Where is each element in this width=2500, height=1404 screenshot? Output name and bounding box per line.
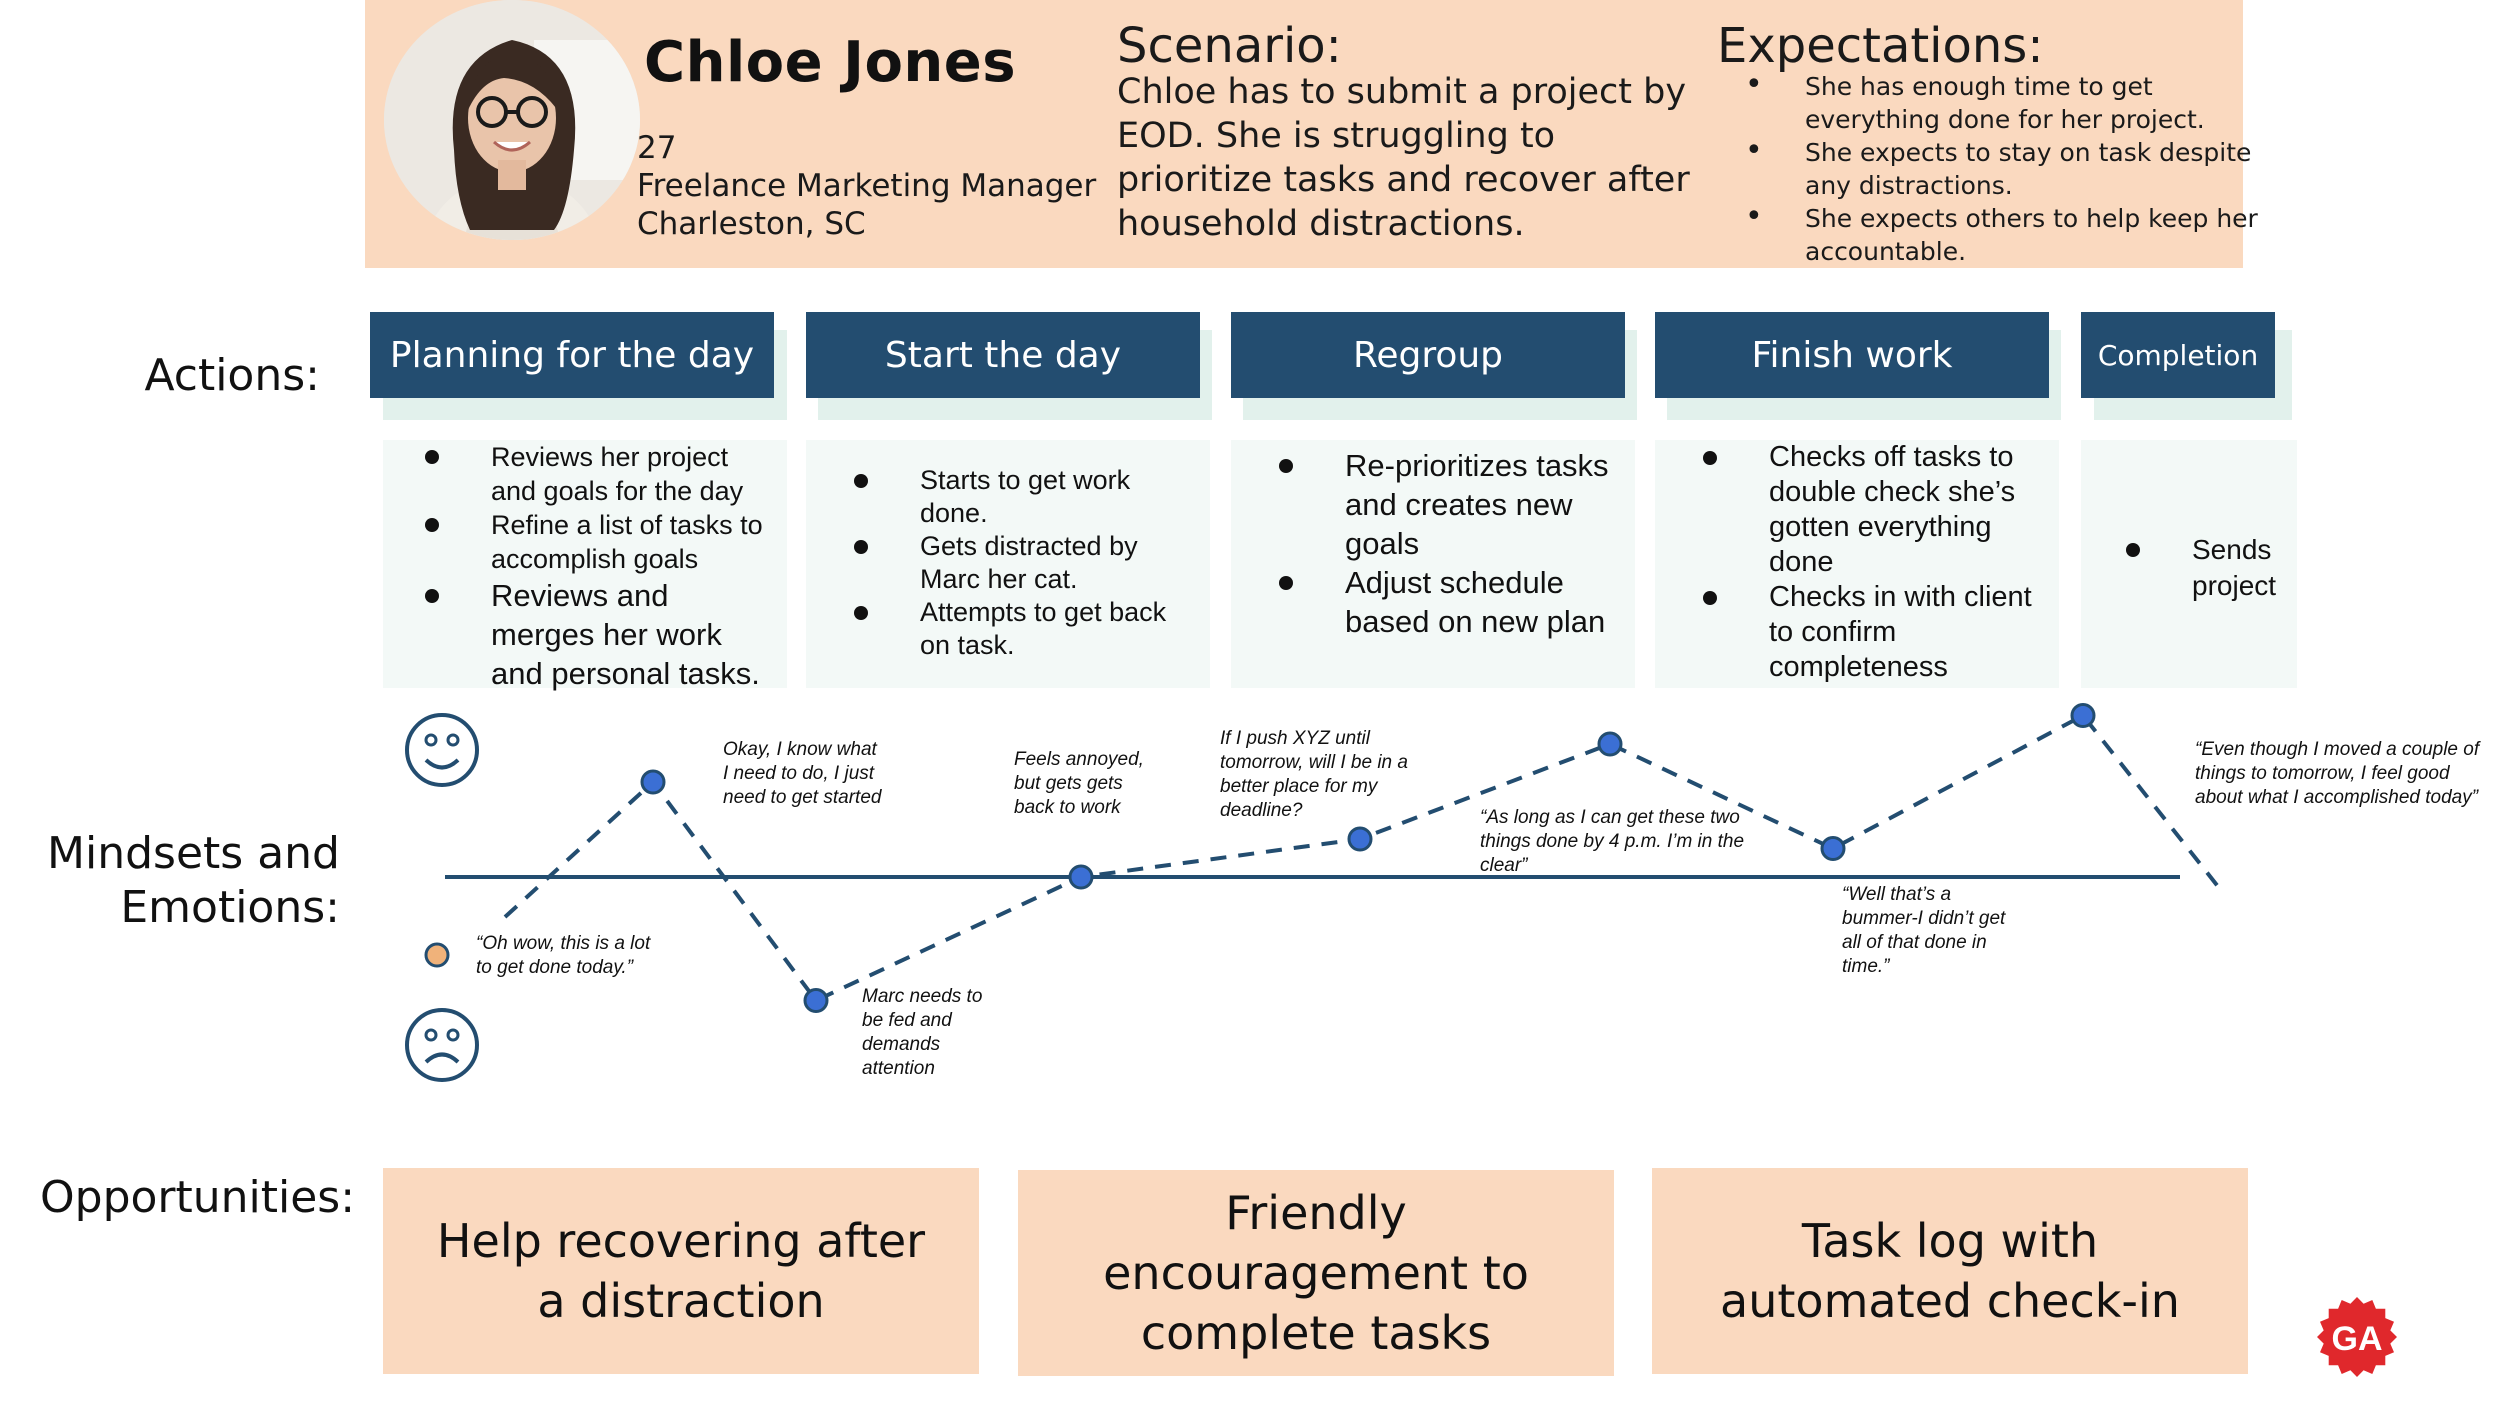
actions-label: Actions: (144, 350, 320, 401)
action-text: Re-prioritizes tasks and creates new goa… (1345, 448, 1609, 561)
action-card: Reviews her project and goals for the da… (383, 440, 787, 691)
persona-avatar (384, 0, 640, 240)
action-item: Refine a list of tasks to accomplish goa… (425, 508, 780, 576)
persona-location: Charleston, SC (637, 206, 866, 242)
action-text: Checks off tasks to double check she’s g… (1769, 441, 2016, 578)
emotion-point (1820, 836, 1846, 861)
emotion-point (1347, 826, 1373, 852)
emotion-quote: “As long as I can get these two things d… (1480, 807, 1745, 876)
emotion-quote: “Well that’s a bummer-I didn’t get all o… (1842, 884, 2006, 977)
action-item: Adjust schedule based on new plan (1279, 563, 1624, 641)
action-list: Sends project (2126, 532, 2291, 604)
mindsets-label-line2: Emotions: (120, 882, 340, 933)
emotion-quote: Marc needs to be fed and demands attenti… (862, 986, 983, 1079)
stage-finish: Finish work (1655, 312, 2049, 398)
opportunity-card: Friendly encouragement to complete tasks (1018, 1170, 1614, 1376)
expectations-list: She has enough time to get everything do… (1745, 68, 2265, 268)
action-text: Gets distracted by Marc her cat. (920, 531, 1138, 594)
action-card: Sends project (2081, 440, 2297, 688)
stage-planning: Planning for the day (370, 312, 774, 398)
persona-job: Freelance Marketing Manager (637, 168, 1097, 204)
opportunities-label: Opportunities: (40, 1172, 356, 1223)
action-card: Starts to get work done. Gets distracted… (806, 440, 1210, 688)
action-text: Checks in with client to confirm complet… (1769, 581, 2032, 683)
action-list: Re-prioritizes tasks and creates new goa… (1279, 446, 1624, 641)
action-item: Attempts to get back on task. (854, 596, 1199, 662)
action-list: Starts to get work done. Gets distracted… (854, 464, 1199, 662)
action-item: Starts to get work done. (854, 464, 1199, 530)
action-card: Checks off tasks to double check she’s g… (1655, 440, 2059, 688)
emotion-point (1068, 864, 1094, 890)
ga-logo-text: GA (2332, 1320, 2383, 1358)
opportunity-card: Task log with automated check-in (1652, 1168, 2248, 1374)
action-item: Checks in with client to confirm complet… (1703, 580, 2048, 685)
mindsets-label-line1: Mindsets and (47, 828, 340, 879)
expectation-item: She expects to stay on task despite any … (1745, 134, 2265, 202)
action-text: Refine a list of tasks to accomplish goa… (491, 510, 763, 574)
scenario-text: Chloe has to submit a project by EOD. Sh… (1117, 72, 1690, 244)
emotion-quote: Feels annoyed, but gets gets back to wor… (1014, 749, 1144, 818)
opportunity-text: Help recovering after a distraction (436, 1214, 926, 1328)
frowny-face-icon (405, 1008, 479, 1082)
action-item: Gets distracted by Marc her cat. (854, 530, 1199, 596)
emotion-start-point (424, 942, 450, 968)
action-text: Reviews and merges her work and personal… (491, 578, 760, 691)
action-list: Reviews her project and goals for the da… (425, 440, 780, 693)
expectation-item: She expects others to help keep her acco… (1745, 200, 2265, 268)
action-list: Checks off tasks to double check she’s g… (1703, 440, 2048, 685)
emotion-point (2070, 703, 2096, 728)
emotion-point (803, 988, 829, 1013)
action-text: Adjust schedule based on new plan (1345, 565, 1606, 639)
smiley-face-icon (405, 713, 479, 787)
opportunity-text: Friendly encouragement to complete tasks (1103, 1186, 1529, 1360)
emotion-quote: Okay, I know what I need to do, I just n… (723, 739, 882, 808)
stage-start: Start the day (806, 312, 1200, 398)
stage-completion: Completion (2081, 312, 2275, 398)
expectation-item: She has enough time to get everything do… (1745, 68, 2265, 136)
emotion-point (1597, 731, 1623, 757)
persona-age: 27 (637, 130, 677, 166)
action-item: Checks off tasks to double check she’s g… (1703, 440, 2048, 580)
action-text: Starts to get work done. (920, 465, 1131, 528)
action-item: Reviews her project and goals for the da… (425, 440, 780, 508)
emotion-quote: “Oh wow, this is a lot to get done today… (476, 933, 651, 978)
emotion-quote: If I push XYZ until tomorrow, will I be … (1220, 728, 1408, 821)
action-text: Reviews her project and goals for the da… (491, 442, 744, 506)
scenario-title: Scenario: (1117, 18, 1342, 74)
action-text: Sends project (2192, 534, 2277, 601)
ga-logo: GA (2316, 1296, 2398, 1378)
action-text: Attempts to get back on task. (920, 597, 1167, 660)
expectations-title: Expectations: (1717, 18, 2044, 74)
opportunity-card: Help recovering after a distraction (383, 1168, 979, 1374)
action-item: Re-prioritizes tasks and creates new goa… (1279, 446, 1624, 563)
action-item: Sends project (2126, 532, 2291, 604)
persona-photo (384, 0, 640, 240)
persona-name: Chloe Jones (644, 30, 1017, 95)
action-item: Reviews and merges her work and personal… (425, 576, 780, 693)
emotion-point (640, 769, 666, 795)
stage-regroup: Regroup (1231, 312, 1625, 398)
action-card: Re-prioritizes tasks and creates new goa… (1231, 440, 1635, 688)
opportunity-text: Task log with automated check-in (1720, 1214, 2180, 1328)
emotion-points (424, 703, 2096, 1013)
emotion-quote: “Even though I moved a couple of things … (2195, 739, 2480, 808)
